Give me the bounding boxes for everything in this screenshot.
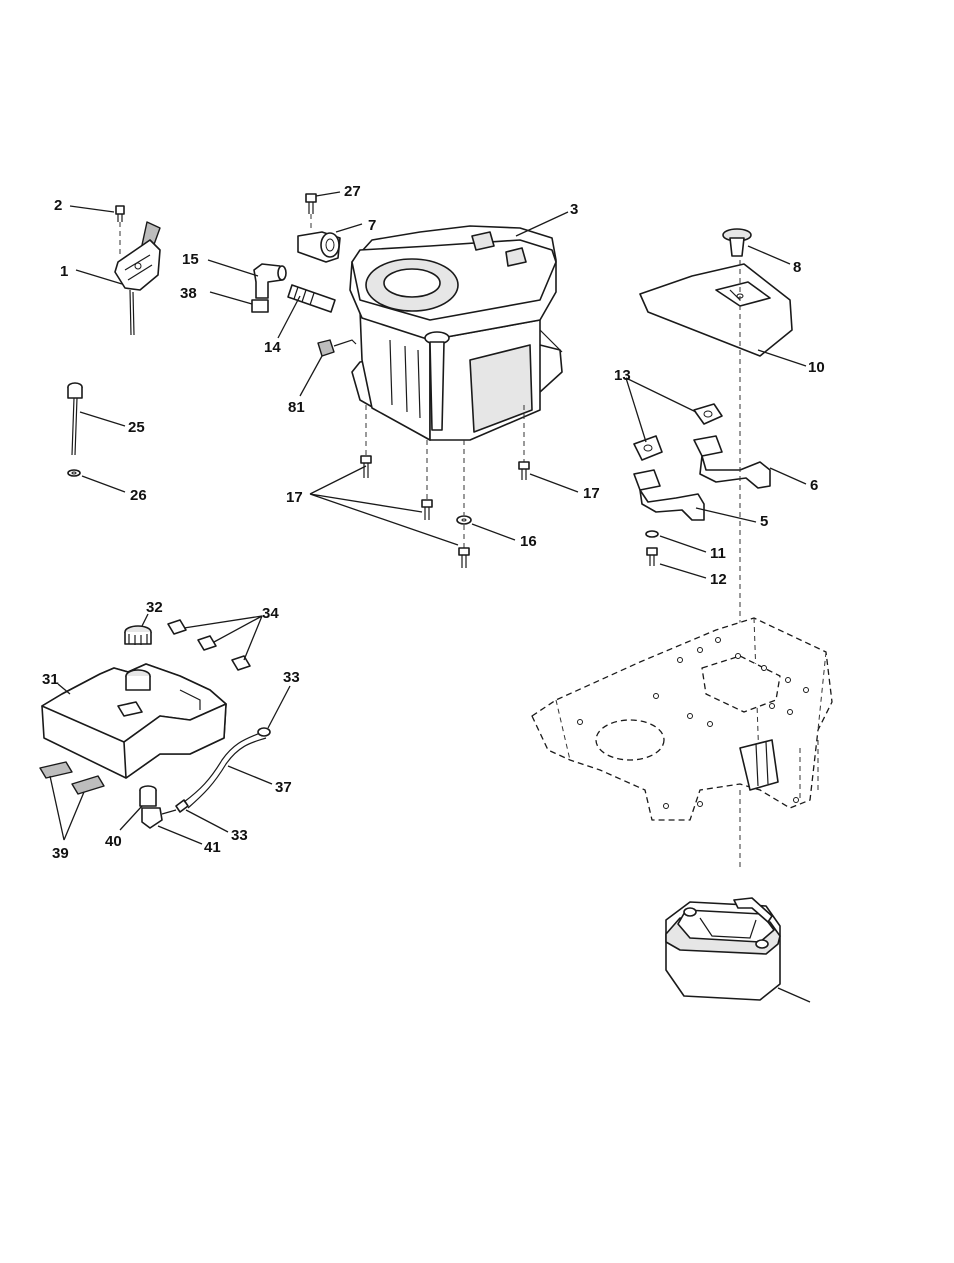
leader-5 <box>696 508 756 522</box>
label-part-39: 39 <box>52 845 69 862</box>
label-part-34: 34 <box>262 605 279 622</box>
leader-17-right <box>530 474 578 492</box>
label-part-10: 10 <box>808 359 825 376</box>
chassis-frame <box>532 618 832 820</box>
label-part-27: 27 <box>344 183 361 200</box>
leader-8 <box>748 246 790 264</box>
choke-knob-assembly <box>68 383 82 476</box>
label-part-5: 5 <box>760 513 768 530</box>
leader-26 <box>82 476 125 492</box>
label-part-41: 41 <box>204 839 221 856</box>
label-part-11: 11 <box>710 545 726 562</box>
leader-14 <box>278 296 300 338</box>
leader-15 <box>208 260 258 276</box>
label-part-2: 2 <box>54 197 62 214</box>
leader-37 <box>228 766 272 784</box>
leader-13 <box>626 378 696 442</box>
leader-27 <box>316 192 340 196</box>
leader-10 <box>758 350 806 366</box>
label-part-3: 3 <box>570 201 578 218</box>
label-part-15: 15 <box>182 251 199 268</box>
label-part-32: 32 <box>146 599 163 616</box>
label-part-40: 40 <box>105 833 122 850</box>
leader-33-lower <box>186 810 228 832</box>
label-part-31: 31 <box>42 671 59 688</box>
label-part-17-right: 17 <box>583 485 600 502</box>
leader-34 <box>184 616 262 660</box>
heat-shield <box>640 229 792 356</box>
label-part-25: 25 <box>128 419 145 436</box>
leader-17-left <box>310 466 458 545</box>
leader-16 <box>472 524 515 540</box>
label-part-6: 6 <box>810 477 818 494</box>
label-part-7: 7 <box>368 217 376 234</box>
label-part-16: 16 <box>520 533 537 550</box>
leader-6 <box>770 468 806 484</box>
label-part-1: 1 <box>60 263 68 280</box>
label-part-81: 81 <box>288 399 305 416</box>
label-part-12: 12 <box>710 571 727 588</box>
leader-11 <box>660 536 706 552</box>
leader-38 <box>210 292 252 304</box>
label-part-13: 13 <box>614 367 631 384</box>
label-part-8: 8 <box>793 259 801 276</box>
leader-33-upper <box>268 686 290 728</box>
leader-2 <box>70 206 114 212</box>
leader-7 <box>336 224 362 232</box>
leader-25 <box>80 412 125 426</box>
engine <box>350 226 562 440</box>
fuel-fittings <box>252 194 356 356</box>
exhaust-pipes <box>634 404 770 566</box>
leader-3 <box>516 212 568 236</box>
leader-41 <box>158 826 202 844</box>
leader-81 <box>300 356 322 396</box>
label-part-26: 26 <box>130 487 147 504</box>
leader-12 <box>660 564 706 578</box>
fuel-tank-assembly <box>40 620 270 828</box>
label-part-33-upper: 33 <box>283 669 300 686</box>
leader-40 <box>120 806 142 830</box>
throttle-control-assembly <box>115 206 160 335</box>
muffler <box>666 898 810 1002</box>
label-part-38: 38 <box>180 285 197 302</box>
label-part-37: 37 <box>275 779 292 796</box>
label-part-14: 14 <box>264 339 281 356</box>
label-part-33-lower: 33 <box>231 827 248 844</box>
label-part-17-left: 17 <box>286 489 303 506</box>
